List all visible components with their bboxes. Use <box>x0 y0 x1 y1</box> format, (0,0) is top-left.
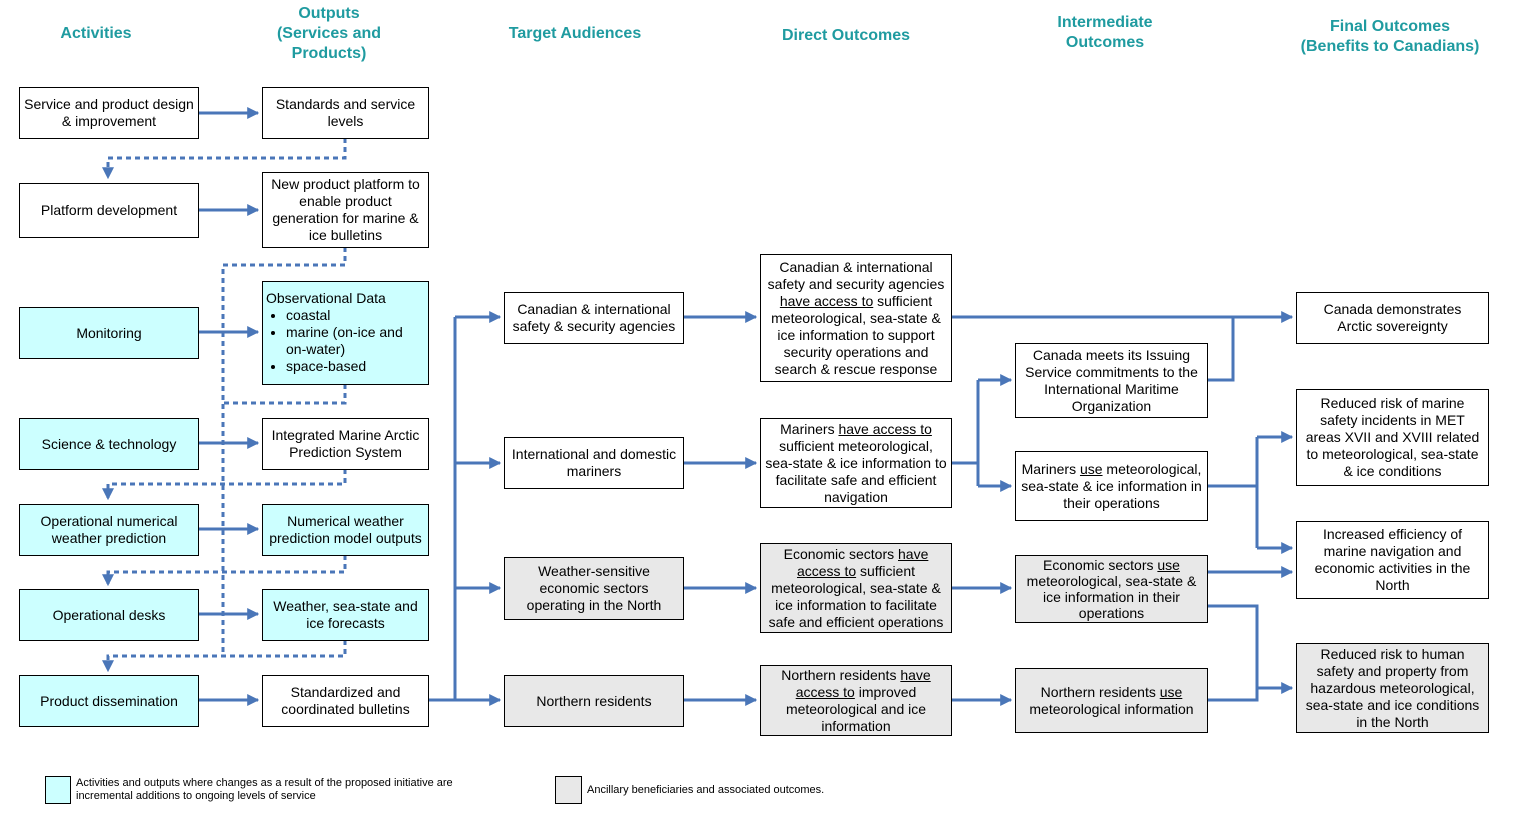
legend-ancillary-text: Ancillary beneficiaries and associated o… <box>587 784 825 796</box>
intermediate-imo-commitments: Canada meets its Issuing Service commitm… <box>1015 343 1208 418</box>
activity-operational-nwp: Operational numerical weather prediction <box>19 504 199 556</box>
output-product-platform: New product platform to enable product g… <box>262 172 429 248</box>
line-i3-lower <box>1207 604 1259 702</box>
dashed-platform-to-later <box>221 247 347 656</box>
line-i1-to-sovereignty <box>1207 317 1235 382</box>
direct-outcome-agencies: Canadian & international safety and secu… <box>760 254 952 382</box>
activity-science-technology: Science & technology <box>19 418 199 470</box>
audience-safety-agencies: Canadian & international safety & securi… <box>504 292 684 344</box>
direct-outcome-mariners: Mariners have access to sufficient meteo… <box>760 418 952 508</box>
dashed-obs-down <box>223 384 347 405</box>
intermediate-mariners-use: Mariners use meteorological, sea-state &… <box>1015 451 1208 521</box>
dashed-standards-to-platform <box>102 138 347 180</box>
output-bulletins: Standardized and coordinated bulletins <box>262 675 429 727</box>
obs-title: Observational Data <box>266 290 386 306</box>
direct-outcome-residents: Northern residents have access to improv… <box>760 665 952 736</box>
obs-item: marine (on-ice and on-water) <box>286 324 424 358</box>
audience-northern-residents: Northern residents <box>504 675 684 727</box>
direct-outcome-economic: Economic sectors have access to sufficie… <box>760 543 952 633</box>
final-increased-efficiency: Increased efficiency of marine navigatio… <box>1296 521 1489 599</box>
dashed-imaps-to-nwp <box>102 469 347 501</box>
obs-item: space-based <box>286 358 424 375</box>
final-reduced-marine-risk: Reduced risk of marine safety incidents … <box>1296 389 1489 486</box>
obs-list: coastal marine (on-ice and on-water) spa… <box>266 307 424 375</box>
final-arctic-sovereignty: Canada demonstrates Arctic sovereignty <box>1296 292 1489 344</box>
legend-ancillary-swatch <box>555 776 582 804</box>
legend-incremental-text: Activities and outputs where changes as … <box>76 777 453 802</box>
obs-item: coastal <box>286 307 424 324</box>
header-direct-outcomes: Direct Outcomes <box>781 27 911 44</box>
activity-monitoring: Monitoring <box>19 307 199 359</box>
output-imaps: Integrated Marine Arctic Prediction Syst… <box>262 418 429 470</box>
header-final-outcomes: Final Outcomes (Benefits to Canadians) <box>1300 18 1480 55</box>
audience-economic-sectors: Weather-sensitive economic sectors opera… <box>504 557 684 620</box>
activity-product-dissemination: Product dissemination <box>19 675 199 727</box>
header-activities: Activities <box>60 25 132 42</box>
activity-operational-desks: Operational desks <box>19 589 199 641</box>
dashed-nwp-to-desks <box>102 555 347 587</box>
header-target-audiences: Target Audiences <box>508 25 642 42</box>
intermediate-economic-use: Economic sectors use meteorological, sea… <box>1015 555 1208 623</box>
output-standards: Standards and service levels <box>262 87 429 139</box>
final-reduced-human-risk: Reduced risk to human safety and propert… <box>1296 643 1489 733</box>
audience-mariners: International and domestic mariners <box>504 437 684 489</box>
activity-platform-development: Platform development <box>19 183 199 238</box>
dashed-forecasts-to-dissemination <box>102 640 347 673</box>
intermediate-residents-use: Northern residents use meteorological in… <box>1015 668 1208 733</box>
legend-incremental-swatch <box>45 776 71 804</box>
header-intermediate-outcomes: Intermediate Outcomes <box>1057 14 1153 51</box>
header-outputs: Outputs (Services and Products) <box>276 5 382 62</box>
output-observational-data: Observational Data coastal marine (on-ic… <box>262 281 429 385</box>
output-nwp-model-outputs: Numerical weather prediction model outpu… <box>262 504 429 556</box>
output-forecasts: Weather, sea-state and ice forecasts <box>262 589 429 641</box>
activity-service-design: Service and product design & improvement <box>19 87 199 139</box>
